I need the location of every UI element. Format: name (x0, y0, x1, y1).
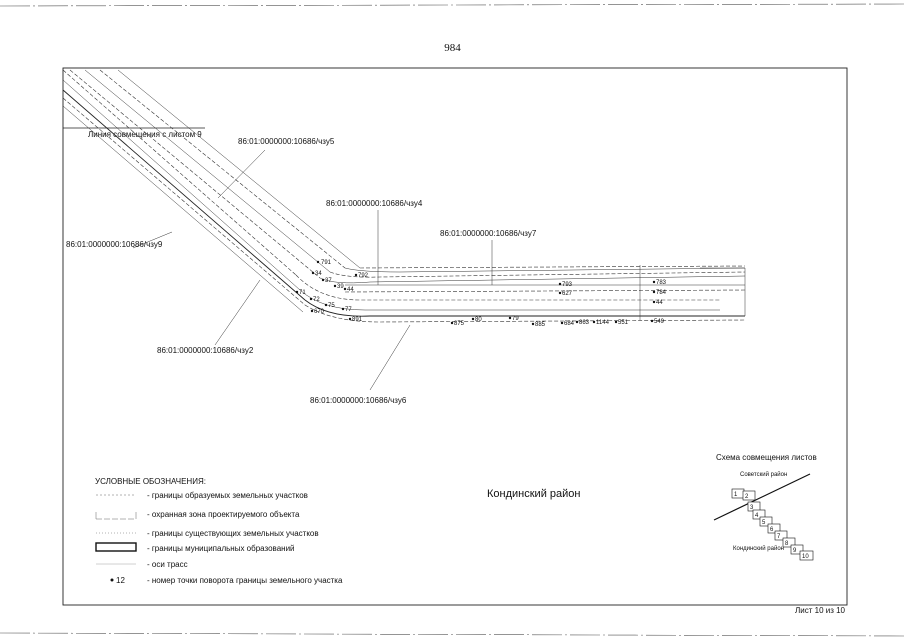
legend-item-axis: - оси трасс (147, 560, 188, 569)
point-label: 549 (654, 319, 665, 325)
inset-region-bottom: Кондинский район (733, 545, 784, 552)
parcel-label-czu7: 86:01:0000000:10686/чзу7 (440, 229, 537, 238)
point-label: 627 (562, 291, 573, 297)
point-label: 551 (618, 320, 629, 326)
point-label: 44 (347, 287, 354, 293)
combination-line-label: Линия совмещения с листом 9 (88, 130, 202, 139)
point-label: 784 (656, 290, 667, 296)
parcel-label-czu5: 86:01:0000000:10686/чзу5 (238, 137, 335, 146)
district-label: Кондинский район (487, 488, 580, 500)
inset-region-top: Советский район (740, 471, 787, 478)
inset-sheet: 5 (762, 520, 766, 526)
legend: УСЛОВНЫЕ ОБОЗНАЧЕНИЯ: - границы образуем… (95, 477, 343, 585)
point-label: 72 (313, 297, 320, 303)
point-label: 885 (535, 322, 546, 328)
inset-boundary (713, 473, 811, 521)
legend-swatch-point (110, 578, 114, 582)
legend-item-existing: - границы существующих земельных участко… (147, 529, 319, 538)
parcel-label-czu9: 86:01:0000000:10686/чзу9 (66, 240, 163, 249)
legend-swatch-zone (95, 512, 137, 519)
page-number: 984 (444, 42, 461, 54)
parcel-label-czu4: 86:01:0000000:10686/чзу4 (326, 199, 423, 208)
route-corridor (62, 69, 746, 323)
point-label: 792 (358, 273, 369, 279)
legend-swatch-municipal (95, 542, 137, 552)
point-label: 791 (321, 260, 332, 266)
inset-sheet: 9 (793, 548, 797, 554)
point-label: 80 (475, 317, 482, 323)
point-label: 39 (337, 284, 344, 290)
inset-sheet: 4 (755, 513, 759, 519)
legend-item-point: - номер точки поворота границы земельног… (147, 576, 343, 585)
bottom-scan-line (0, 632, 905, 637)
point-label: 891 (352, 317, 363, 323)
turn-points: 791 34 37 39 44 792 71 72 75 670 77 891 … (295, 260, 667, 328)
point-label: 79 (512, 316, 519, 322)
point-label: 863 (579, 320, 590, 326)
point-label: 77 (345, 307, 352, 313)
top-scan-line (0, 3, 905, 7)
point-label: 670 (314, 309, 325, 315)
point-label: 783 (656, 280, 667, 286)
inset-sheet: 3 (750, 505, 754, 511)
inset-title: Схема совмещения листов (716, 453, 817, 462)
point-label: 684 (564, 321, 575, 327)
inset-sheet: 1 (734, 492, 738, 498)
point-label: 75 (328, 303, 335, 309)
point-label: 875 (454, 321, 465, 327)
point-label: 44 (656, 300, 663, 306)
point-label: 71 (299, 290, 306, 296)
legend-item-formed: - границы образуемых земельных участков (147, 491, 308, 500)
legend-title: УСЛОВНЫЕ ОБОЗНАЧЕНИЯ: (95, 477, 206, 486)
parcel-label-czu2: 86:01:0000000:10686/чзу2 (157, 346, 254, 355)
point-label: 37 (325, 278, 332, 284)
inset-sheet: 10 (802, 554, 809, 560)
inset-sheet: 7 (777, 534, 781, 540)
parcel-label-czu6: 86:01:0000000:10686/чзу6 (310, 396, 407, 405)
inset-sheet: 6 (770, 527, 774, 533)
map-frame (62, 67, 848, 606)
legend-item-municipal: - границы муниципальных образований (147, 544, 295, 553)
inset-sheet: 2 (745, 494, 749, 500)
sheet-layout-inset: Схема совмещения листов Советский район … (713, 453, 817, 561)
legend-point-sample: 12 (116, 576, 125, 585)
point-label: 1144 (596, 320, 610, 326)
point-label: 793 (562, 282, 573, 288)
leader-lines (132, 149, 493, 391)
point-label: 34 (315, 271, 322, 277)
sheet-footer: Лист 10 из 10 (795, 606, 845, 615)
legend-item-zone: - охранная зона проектируемого объекта (147, 510, 300, 519)
inset-sheet: 8 (785, 541, 789, 547)
